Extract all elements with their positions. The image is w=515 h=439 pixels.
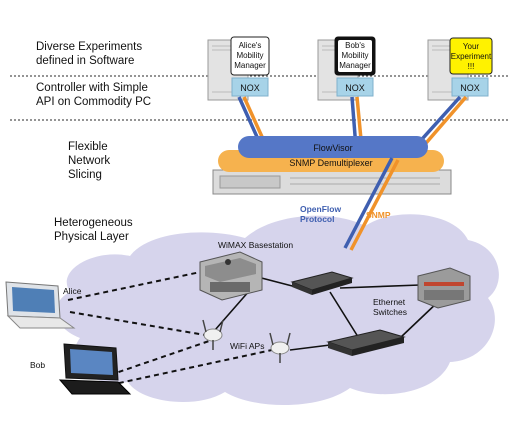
your-experiment-line-1: Your <box>463 42 480 51</box>
bob-experiment-line-1: Bob's <box>345 41 365 50</box>
alice-wimax-link <box>67 269 211 301</box>
ethernet-label-line-1: Ethernet <box>373 297 406 307</box>
link-ap-switch <box>289 344 331 351</box>
layer-label-slicing-line-1: Flexible <box>68 141 108 153</box>
flowvisor-label: FlowVisor <box>313 143 352 153</box>
bob-experiment-inner <box>338 40 372 72</box>
bob-wifi-link-2 <box>109 349 273 386</box>
layer-label-experiments-line-2: defined in Software <box>36 55 135 67</box>
link-switch-router <box>339 284 421 289</box>
ethernet-switch-top <box>290 271 354 295</box>
alice-experiment-line-2: Mobility <box>236 51 263 60</box>
link-switch-switch <box>329 291 361 341</box>
wifi-ap-2 <box>269 332 291 363</box>
snmp-demultiplexer-label: SNMP Demultiplexer <box>289 158 372 168</box>
alice-label: Alice <box>63 286 82 296</box>
layer-label-controller: Controller with Simple API on Commodity … <box>36 81 151 109</box>
nox-box-3 <box>451 77 489 97</box>
bob-experiment-line-3: Manager <box>339 61 371 70</box>
ethernet-router <box>417 267 471 309</box>
alice-laptop <box>5 281 76 329</box>
wifi-label: WiFi APs <box>230 341 264 351</box>
bob-laptop <box>58 343 132 395</box>
layer-label-experiments-line-1: Diverse Experiments <box>36 41 143 53</box>
wifi-ap-1 <box>202 319 224 350</box>
alice-experiment-line-1: Alice's <box>239 41 262 50</box>
snmp-downlink <box>349 159 400 251</box>
physical-layer-cloud <box>56 214 499 406</box>
openflow-downlink <box>343 157 394 249</box>
nox-label-1: NOX <box>240 83 260 93</box>
nox-label-2: NOX <box>345 83 365 93</box>
openflow-label-line-2: Protocol <box>300 214 334 224</box>
bob-experiment-line-2: Mobility <box>341 51 368 60</box>
ethernet-switch-bottom <box>326 329 406 356</box>
alice-experiment-box <box>230 36 270 76</box>
layer-separators <box>10 75 508 121</box>
nox-box-1 <box>231 77 269 97</box>
layer-label-slicing: Flexible Network Slicing <box>68 140 110 182</box>
snmp-label: SNMP <box>366 210 391 220</box>
layer-label-experiments: Diverse Experiments defined in Software <box>36 40 142 68</box>
bob-label: Bob <box>30 360 45 370</box>
wireless-links <box>67 269 273 386</box>
wimax-basestation <box>199 251 263 301</box>
layer-label-physical-line-1: Heterogeneous <box>54 217 133 229</box>
layer-label-physical-line-2: Physical Layer <box>54 231 129 243</box>
alice-wifi-link <box>69 311 206 336</box>
your-experiment-line-3: !!! <box>468 62 475 71</box>
nox-label-3: NOX <box>460 83 480 93</box>
nox-box-2 <box>336 77 374 97</box>
slicing-server <box>212 169 452 195</box>
link-wimax-ap <box>214 289 251 331</box>
layer-label-slicing-line-3: Slicing <box>68 169 102 181</box>
layer-label-physical: Heterogeneous Physical Layer <box>54 216 133 244</box>
layer-label-controller-line-2: API on Commodity PC <box>36 96 152 108</box>
alice-experiment-line-3: Manager <box>234 61 266 70</box>
flowvisor-band <box>238 136 428 158</box>
your-experiment-line-2: Experiment <box>451 52 492 61</box>
snmp-link-3 <box>418 95 468 152</box>
your-experiment-box <box>449 37 493 75</box>
ethernet-label-line-2: Switches <box>373 307 407 317</box>
wimax-label: WiMAX Basestation <box>218 240 293 250</box>
layer-label-controller-line-1: Controller with Simple <box>36 82 148 94</box>
openflow-label-line-1: OpenFlow <box>300 204 341 214</box>
layer-label-slicing-line-2: Network <box>68 155 111 167</box>
